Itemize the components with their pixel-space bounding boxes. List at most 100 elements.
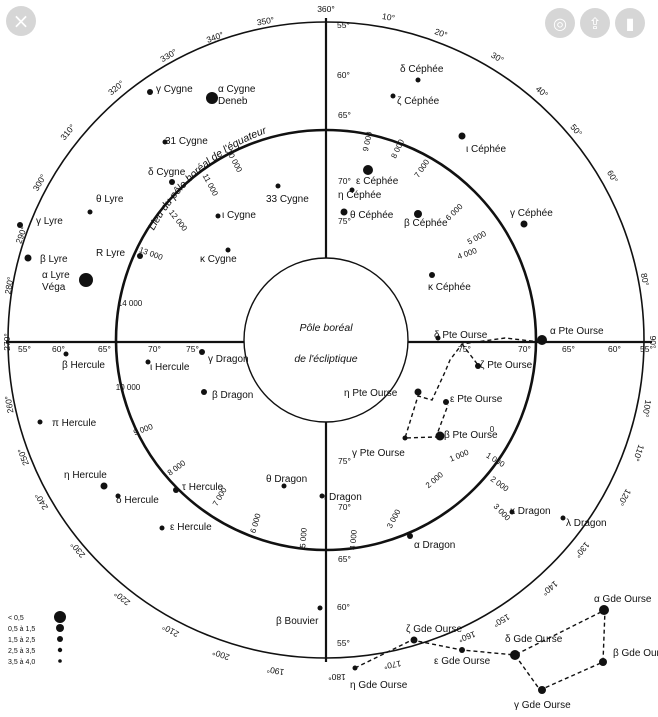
star-label: ε Pte Ourse [450, 394, 503, 405]
star-dot [537, 335, 547, 345]
share-icon[interactable]: ⇪ [580, 8, 610, 38]
year-label: 1 000 [448, 448, 470, 464]
year-label: 9 000 [132, 422, 154, 437]
legend-dot [58, 659, 62, 663]
outer-degree-label: 20° [433, 26, 449, 40]
star-dot [435, 335, 441, 341]
year-label: 4 000 [456, 246, 478, 261]
star-dot [435, 431, 445, 441]
outer-degree-label: 230° [68, 540, 87, 560]
star-label: α Pte Ourse [550, 326, 604, 337]
outer-degree-label: 10° [381, 11, 395, 23]
star-label: β Céphée [404, 218, 448, 229]
year-label: 5 000 [298, 527, 308, 548]
outer-degree-label: 210° [160, 622, 180, 639]
lens-search-icon[interactable]: ◎ [545, 8, 575, 38]
star-dot [147, 89, 153, 95]
year-label: 10 000 [116, 383, 141, 392]
inner-degree-label: 55° [337, 638, 350, 648]
outer-degree-label: 110° [631, 443, 646, 462]
star-label: ε Céphée [356, 176, 399, 187]
star-dot [199, 349, 205, 355]
star-label: κ Céphée [428, 282, 471, 293]
star-dot [317, 605, 323, 611]
year-label: 14 000 [118, 299, 143, 308]
star-dot [87, 209, 93, 215]
outer-degree-label: 250° [15, 447, 30, 467]
star-dot [410, 636, 418, 644]
inner-degree-label: 60° [337, 70, 350, 80]
star-dot [509, 509, 515, 515]
inner-degree-label: 65° [338, 110, 351, 120]
year-label: 7 000 [413, 157, 432, 179]
outer-degree-label: 90° [648, 336, 658, 349]
star-dot [510, 650, 520, 660]
star-dot [390, 93, 396, 99]
star-label: γ Lyre [36, 216, 63, 227]
star-label: γ Gde Ourse [514, 700, 571, 711]
star-dot [319, 493, 325, 499]
star-dot [79, 273, 93, 287]
star-dot [37, 419, 43, 425]
outer-degree-label: 180° [328, 672, 346, 682]
inner-degree-label: 75° [458, 344, 471, 354]
outer-degree-label: 150° [491, 612, 511, 629]
inner-degree-label: 55° [640, 344, 653, 354]
star-dot [363, 165, 373, 175]
star-label: λ Dragon [566, 518, 607, 529]
star-label: θ Dragon [266, 474, 307, 485]
star-dot [443, 399, 449, 405]
inner-degree-label: 55° [18, 344, 31, 354]
star-dot [215, 213, 221, 219]
star-label: ζ Pte Ourse [480, 360, 533, 371]
star-dot [475, 363, 481, 369]
constellation-lines [354, 337, 606, 691]
center-title-line1: Pôle boréal [299, 322, 353, 334]
close-icon[interactable]: × [6, 6, 36, 36]
star-dot [159, 525, 165, 531]
star-dot [115, 493, 121, 499]
star-label: γ Céphée [510, 208, 553, 219]
star-label: θ Céphée [350, 210, 394, 221]
star-label: κ Dragon [510, 506, 551, 517]
star-label: α Dragon [414, 540, 455, 551]
year-label: 8 000 [166, 458, 188, 477]
star-label: ε Gde Ourse [434, 656, 491, 667]
center-title-line2: de l'écliptique [294, 353, 357, 365]
star-dot [145, 359, 151, 365]
star-label: η Gde Ourse [350, 680, 408, 691]
outer-degree-label: 120° [616, 487, 633, 507]
star-dot [349, 187, 355, 193]
legend-label: < 0,5 [8, 615, 24, 622]
star-label: η Pte Ourse [344, 388, 398, 399]
star-label: γ Dragon [208, 354, 249, 365]
outer-degree-label: 60° [605, 168, 620, 184]
star-dot [63, 351, 69, 357]
star-dot [414, 210, 422, 218]
star-dot [560, 515, 566, 521]
year-label: 6 000 [249, 512, 263, 534]
save-bookmark-icon[interactable]: ▮ [615, 8, 645, 38]
legend-dot [56, 624, 64, 632]
inner-degree-label: 60° [52, 344, 65, 354]
inner-degree-label: 75° [338, 456, 351, 466]
outer-degree-label: 100° [641, 399, 654, 418]
star-label: δ Gde Ourse [505, 634, 563, 645]
star-dot [162, 139, 168, 145]
outer-degree-label: 270° [2, 333, 12, 351]
star-label: ι Dragon [324, 492, 362, 503]
star-dot [340, 208, 348, 216]
outer-degree-label: 360° [317, 4, 335, 14]
year-label: 2 000 [424, 470, 446, 490]
star-dot [281, 483, 287, 489]
outer-degree-label: 40° [534, 84, 550, 100]
star-dot [169, 179, 175, 185]
outer-degree-label: 170° [383, 659, 402, 672]
legend-dot [54, 611, 66, 623]
legend-dot [57, 647, 63, 653]
outer-degree-label: 200° [211, 647, 231, 662]
inner-degree-label: 70° [338, 502, 351, 512]
